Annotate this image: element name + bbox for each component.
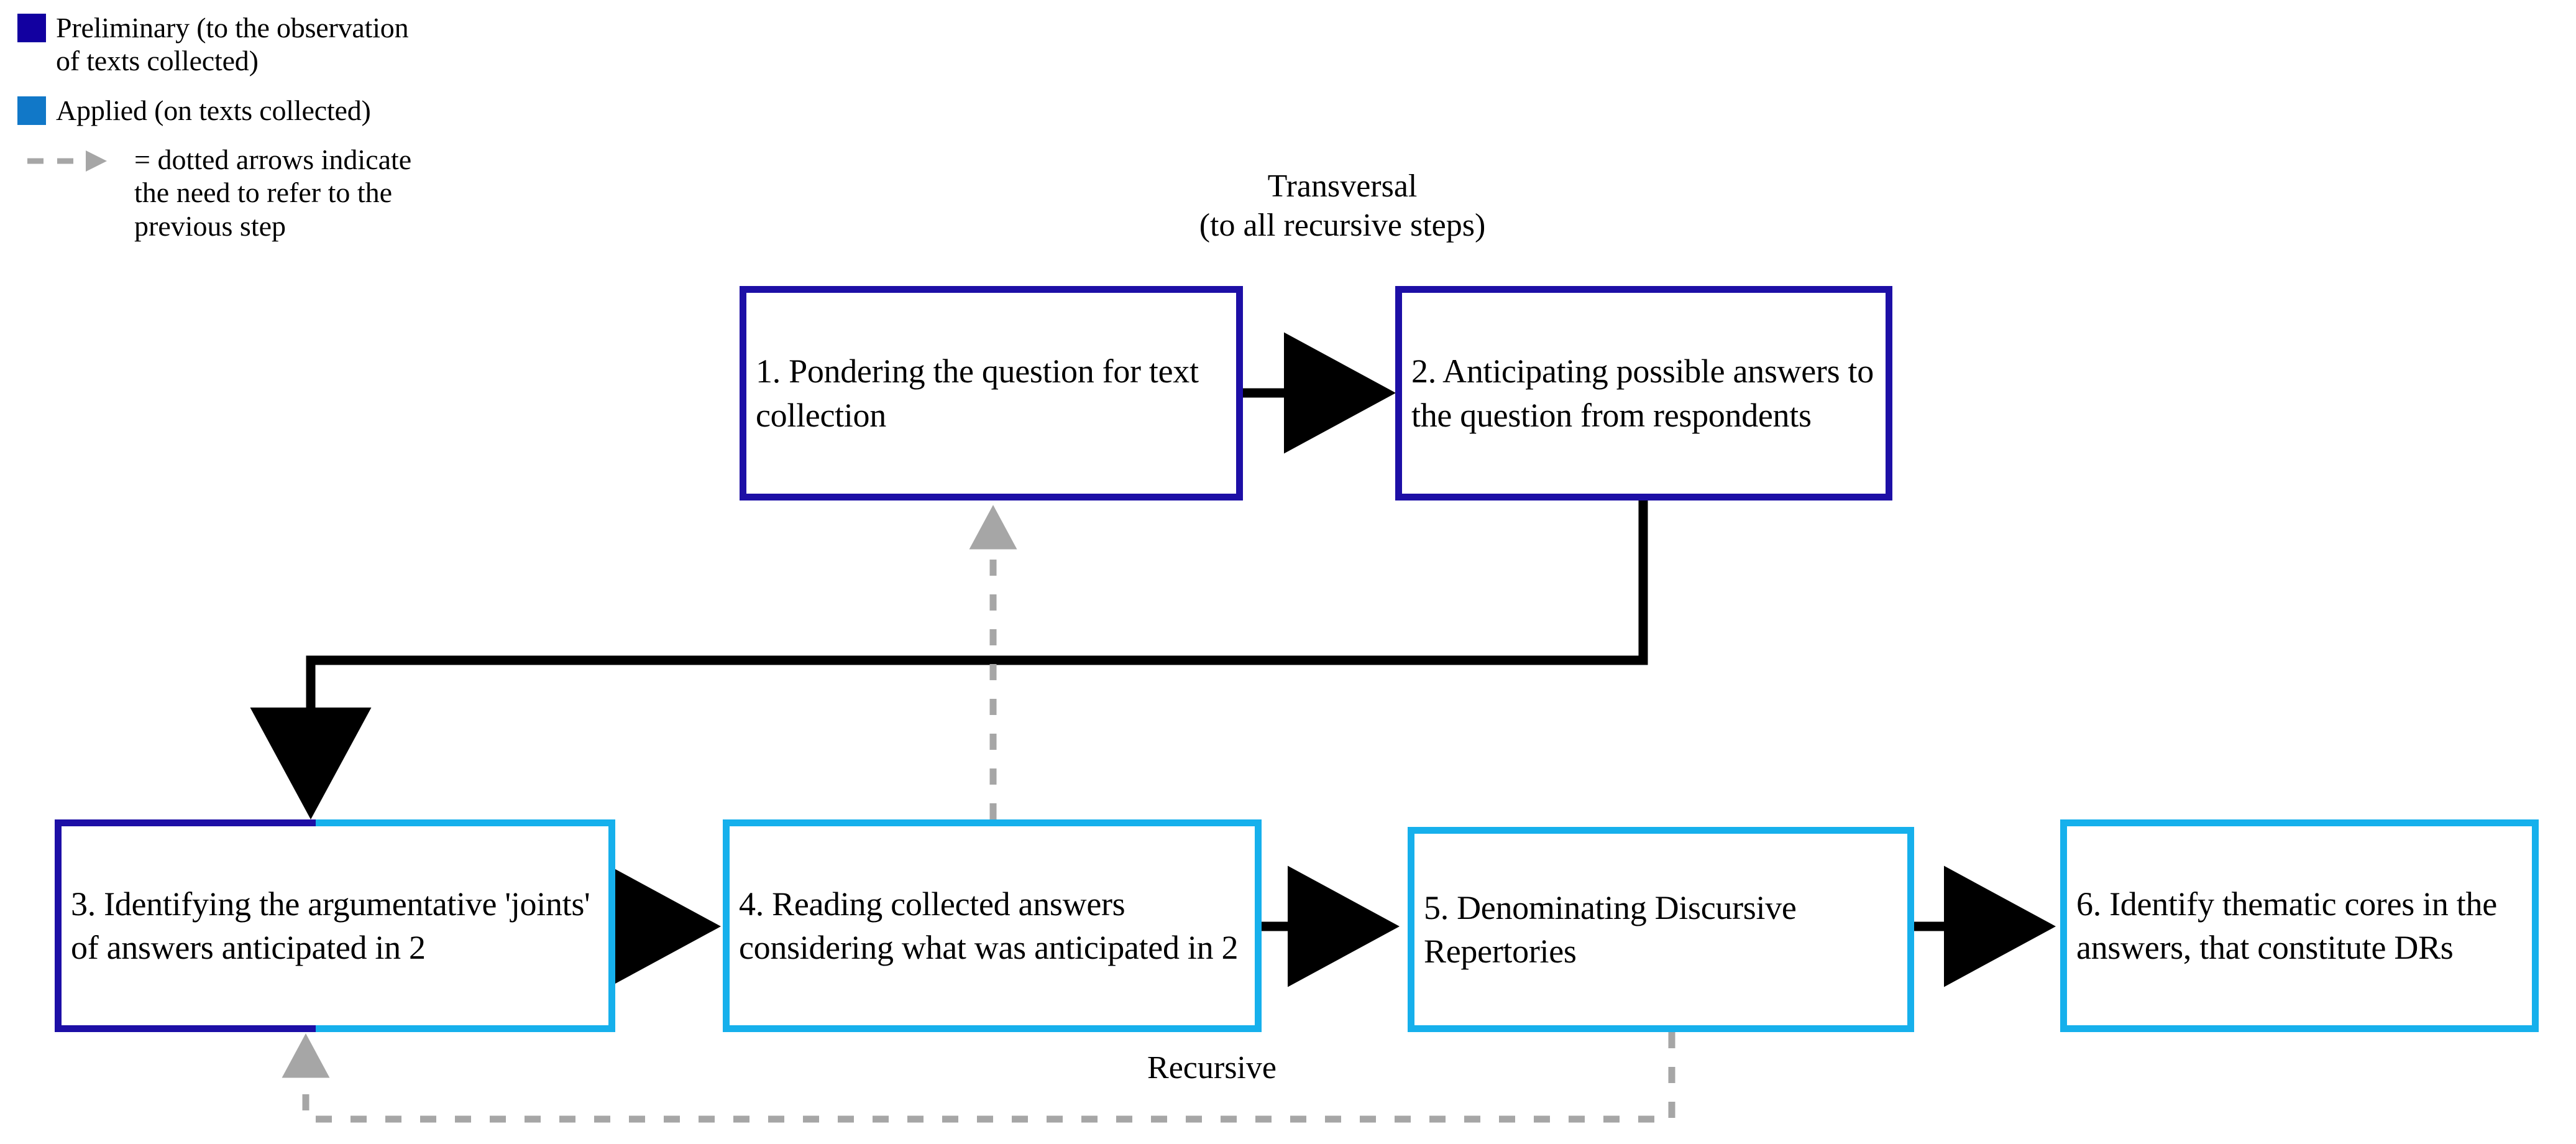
step-box-3-content: 3. Identifying the argumentative 'joints…	[55, 819, 615, 1032]
step-box-2-content: 2. Anticipating possible answers to the …	[1395, 286, 1892, 500]
legend-swatch-preliminary	[17, 14, 46, 42]
step-box-2-border	[1395, 286, 1892, 500]
step-box-5-content: 5. Denominating Discursive Repertories	[1408, 827, 1914, 1032]
transversal-line-1: Transversal	[1267, 168, 1418, 204]
connector-2-to-3	[250, 500, 1648, 819]
legend-label-applied: Applied (on texts collected)	[56, 94, 371, 126]
step-box-6-label: 6. Identify thematic cores in the answer…	[2076, 885, 2497, 966]
transversal-line-2: (to all recursive steps)	[1199, 208, 1486, 244]
transversal-heading: Transversal (to all recursive steps)	[1168, 167, 1516, 246]
step-box-4[interactable]: 4. Reading collected answers considering…	[723, 819, 1262, 1032]
legend-label-preliminary: Preliminary (to the observation of texts…	[56, 12, 409, 77]
step-box-1[interactable]: 1. Pondering the question for text colle…	[740, 286, 1243, 500]
legend-swatch-applied	[17, 96, 46, 125]
step-box-4-label: 4. Reading collected answers considering…	[739, 885, 1239, 966]
step-box-6-border	[2060, 819, 2539, 1032]
legend: Preliminary (to the observation of texts…	[17, 11, 415, 242]
legend-item-preliminary: Preliminary (to the observation of texts…	[17, 11, 415, 78]
step-box-5-border	[1408, 827, 1914, 1032]
step-box-1-border	[740, 286, 1243, 500]
legend-item-applied: Applied (on texts collected)	[17, 94, 415, 127]
step-box-1-label: 1. Pondering the question for text colle…	[756, 353, 1199, 434]
connector-5-to-3-dotted-recursive	[282, 1032, 1675, 1123]
step-box-2-label: 2. Anticipating possible answers to the …	[1411, 353, 1874, 434]
step-box-3[interactable]: 3. Identifying the argumentative 'joints…	[55, 819, 615, 1032]
step-box-5[interactable]: 5. Denominating Discursive Repertories	[1408, 827, 1914, 1032]
legend-item-dotted-arrow: = dotted arrows indicate the need to ref…	[17, 143, 415, 242]
step-box-6[interactable]: 6. Identify thematic cores in the answer…	[2060, 819, 2539, 1032]
step-box-4-border	[723, 819, 1262, 1032]
dotted-arrow-icon	[26, 147, 121, 175]
step-box-5-label: 5. Denominating Discursive Repertories	[1424, 888, 1797, 970]
step-box-1-content: 1. Pondering the question for text colle…	[740, 286, 1243, 500]
legend-label-dotted-arrow: = dotted arrows indicate the need to ref…	[134, 144, 412, 242]
step-box-2[interactable]: 2. Anticipating possible answers to the …	[1395, 286, 1892, 500]
recursive-label: Recursive	[1147, 1050, 1277, 1086]
step-box-3-label: 3. Identifying the argumentative 'joints…	[71, 885, 590, 966]
step-box-6-content: 6. Identify thematic cores in the answer…	[2060, 819, 2539, 1032]
step-box-4-content: 4. Reading collected answers considering…	[723, 819, 1262, 1032]
